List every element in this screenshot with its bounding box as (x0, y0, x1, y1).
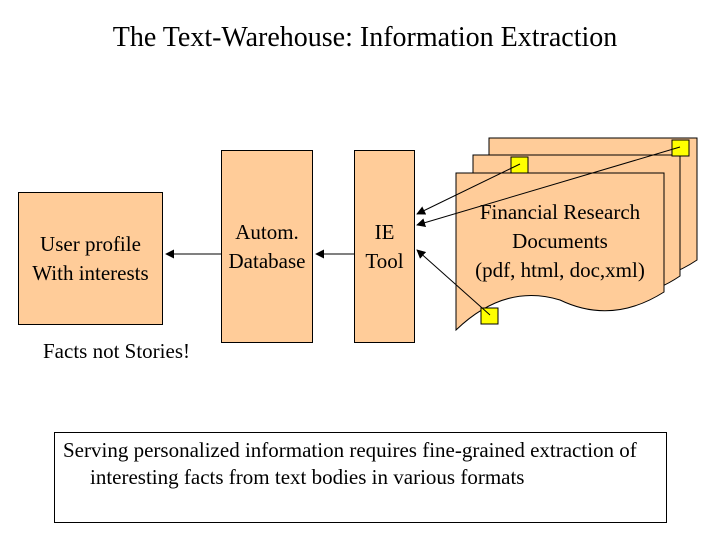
facts-caption: Facts not Stories! (43, 339, 190, 363)
marker-square (480, 307, 499, 325)
arrow-marker-to-ie (416, 146, 681, 228)
marker-square (671, 139, 690, 157)
ie-tool-box: IE Tool (354, 150, 415, 343)
database-line2: Database (228, 248, 306, 273)
page-title: The Text-Warehouse: Information Extracti… (112, 22, 618, 53)
arrow-marker-to-ie (416, 249, 491, 316)
documents-line1: Financial Research (479, 200, 641, 224)
database-box: Autom. Database (221, 150, 313, 343)
user-profile-box: User profile With interests (18, 192, 163, 325)
arrow-marker-to-ie (416, 163, 521, 215)
summary-note-text: Serving personalized information require… (63, 438, 637, 489)
summary-note-box: Serving personalized information require… (54, 432, 667, 523)
documents-line3: (pdf, html, doc,xml) (475, 258, 645, 282)
database-line1: Autom. (235, 219, 299, 244)
documents-line2: Documents (512, 229, 608, 253)
documents-label: Financial Research Documents (pdf, html,… (455, 198, 665, 285)
user-profile-line1: User profile (40, 231, 141, 256)
ie-tool-line2: Tool (365, 248, 404, 273)
ie-tool-line1: IE (374, 219, 395, 244)
marker-square (510, 156, 529, 174)
user-profile-line2: With interests (32, 260, 149, 285)
